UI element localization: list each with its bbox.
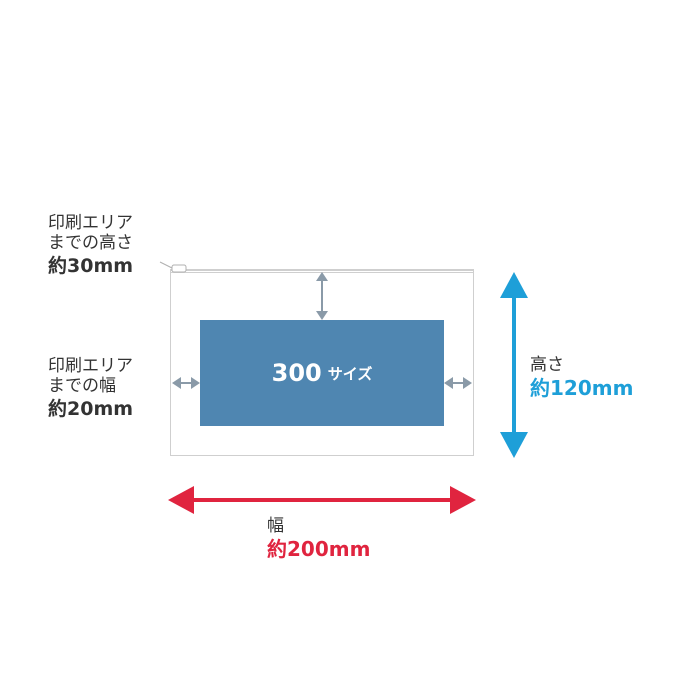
top-margin-line1: 印刷エリア (48, 213, 133, 233)
width-arrow-icon (168, 486, 476, 514)
width-label: 幅 約200mm (267, 516, 370, 561)
side-margin-value: 約20mm (48, 397, 134, 420)
side-margin-line1: 印刷エリア (48, 356, 133, 376)
height-value: 約120mm (530, 376, 634, 401)
top-margin-value: 約30mm (48, 254, 134, 277)
print-area-size-number: 300 (271, 359, 322, 387)
side-margin-line2: までの幅 (48, 376, 116, 397)
print-area-size-unit: サイズ (327, 364, 373, 383)
side-margin-label: 印刷エリア までの幅 約20mm (48, 356, 133, 421)
width-title: 幅 (267, 516, 284, 536)
height-title: 高さ (530, 355, 564, 375)
print-area: 300 サイズ (200, 320, 444, 426)
width-value: 約200mm (267, 537, 371, 562)
zipper-pull-icon (159, 261, 187, 273)
top-margin-line2: までの高さ (48, 233, 133, 254)
top-margin-label: 印刷エリア までの高さ 約30mm (48, 213, 133, 278)
height-label: 高さ 約120mm (530, 355, 633, 400)
height-arrow-icon (500, 272, 528, 458)
right-margin-arrow-icon (444, 377, 472, 389)
top-margin-arrow-icon (316, 272, 328, 320)
left-margin-arrow-icon (172, 377, 200, 389)
